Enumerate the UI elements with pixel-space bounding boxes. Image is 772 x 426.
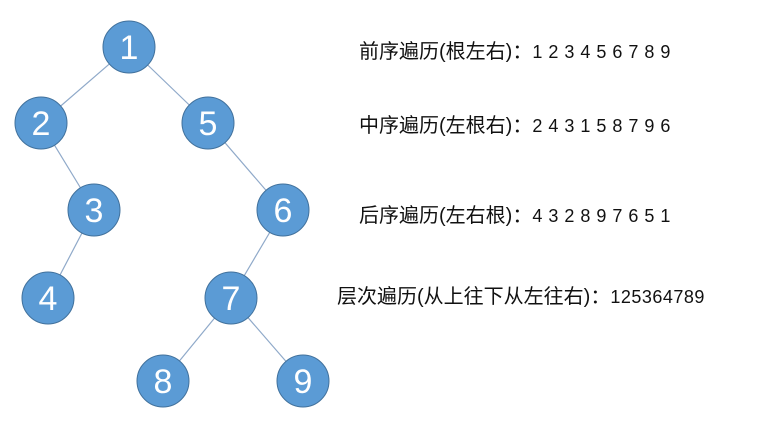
svg-text:7: 7 xyxy=(222,280,241,318)
tree-node-9: 9 xyxy=(276,354,330,408)
postorder-traversal: 后序遍历(左右根)：4 3 2 8 9 7 6 5 1 xyxy=(359,199,671,228)
tree-node-8: 8 xyxy=(136,354,190,408)
tree-node-2: 2 xyxy=(14,96,68,150)
svg-text:5: 5 xyxy=(199,105,218,143)
preorder-label: 前序遍历(根左右)： xyxy=(359,41,533,63)
svg-text:8: 8 xyxy=(154,363,173,401)
svg-text:1: 1 xyxy=(120,29,139,67)
tree-node-4: 4 xyxy=(21,271,75,325)
svg-text:9: 9 xyxy=(294,363,313,401)
tree-node-7: 7 xyxy=(204,271,258,325)
levelorder-label: 层次遍历(从上往下从左往右)： xyxy=(337,286,611,308)
inorder-label: 中序遍历(左根右)： xyxy=(359,115,533,137)
preorder-sequence: 1 2 3 4 5 6 7 8 9 xyxy=(532,42,671,62)
svg-text:3: 3 xyxy=(85,192,104,230)
tree-node-3: 3 xyxy=(67,183,121,237)
tree-node-5: 5 xyxy=(181,96,235,150)
svg-text:4: 4 xyxy=(39,280,58,318)
postorder-label: 后序遍历(左右根)： xyxy=(359,205,533,227)
inorder-traversal: 中序遍历(左根右)：2 4 3 1 5 8 7 9 6 xyxy=(359,109,671,138)
inorder-sequence: 2 4 3 1 5 8 7 9 6 xyxy=(532,116,671,136)
levelorder-traversal: 层次遍历(从上往下从左往右)：125364789 xyxy=(337,280,705,309)
svg-text:2: 2 xyxy=(32,105,51,143)
svg-text:6: 6 xyxy=(274,192,293,230)
tree-node-1: 1 xyxy=(102,20,156,74)
levelorder-sequence: 125364789 xyxy=(610,287,705,307)
postorder-sequence: 4 3 2 8 9 7 6 5 1 xyxy=(532,206,671,226)
preorder-traversal: 前序遍历(根左右)：1 2 3 4 5 6 7 8 9 xyxy=(359,35,671,64)
tree-node-6: 6 xyxy=(256,183,310,237)
